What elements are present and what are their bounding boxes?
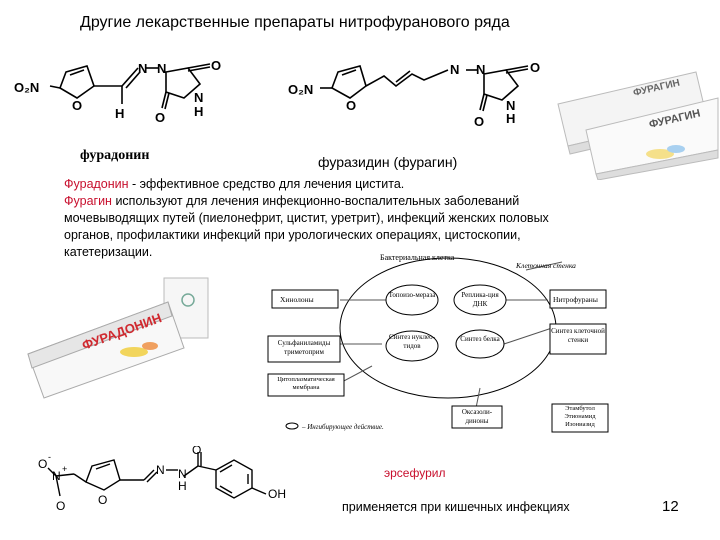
svg-text:OH: OH xyxy=(268,487,286,501)
svg-text:N: N xyxy=(194,90,203,105)
svg-text:N: N xyxy=(178,467,187,481)
mechanism-diagram: Бактериальная клетка Клеточная стенка Хи… xyxy=(267,253,609,433)
svg-text:O: O xyxy=(192,446,201,457)
svg-text:Нитрофураны: Нитрофураны xyxy=(553,295,598,304)
furadonin-name: Фурадонин xyxy=(64,177,129,191)
cell-label: Бактериальная клетка xyxy=(380,253,455,262)
svg-text:O: O xyxy=(98,493,107,507)
svg-text:O: O xyxy=(155,110,165,125)
svg-text:N: N xyxy=(476,62,485,77)
svg-text:-: - xyxy=(48,452,51,462)
svg-text:H: H xyxy=(115,106,124,121)
o2n-label: O₂N xyxy=(14,80,39,95)
nifuroxazide-usage: применяется при кишечных инфекциях xyxy=(342,500,570,514)
svg-text:O: O xyxy=(211,58,221,73)
svg-text:O: O xyxy=(72,98,82,113)
furan-ring xyxy=(59,65,95,99)
svg-text:N: N xyxy=(138,61,147,76)
furagin-package-image: ФУРАГИН ФУРАГИН xyxy=(557,71,719,180)
slide-title: Другие лекарственные препараты нитрофура… xyxy=(80,14,510,31)
nifuroxazide-name: эрсефурил xyxy=(384,466,446,480)
svg-text:N: N xyxy=(157,61,166,76)
svg-text:H: H xyxy=(506,111,515,126)
page-number: 12 xyxy=(662,498,679,515)
furazidin-caption: фуразидин (фурагин) xyxy=(318,154,458,170)
furadonin-package-image: ФУРАДОНИН xyxy=(27,277,209,399)
svg-text:O: O xyxy=(38,457,47,471)
svg-text:H: H xyxy=(178,479,187,493)
svg-text:N: N xyxy=(506,98,515,113)
nifuroxazide-structure: O - N + O O N N H O OH xyxy=(38,446,286,513)
svg-text:O: O xyxy=(56,499,65,513)
svg-text:O₂N: O₂N xyxy=(288,82,313,97)
svg-text:O: O xyxy=(530,60,540,75)
svg-text:H: H xyxy=(194,104,203,119)
svg-text:Хинолоны: Хинолоны xyxy=(280,295,314,304)
svg-text:O: O xyxy=(346,98,356,113)
svg-text:N: N xyxy=(450,62,459,77)
svg-text:O: O xyxy=(474,114,484,129)
furagin-name: Фурагин xyxy=(64,194,112,208)
cell-oval xyxy=(339,257,557,399)
svg-text:N: N xyxy=(52,469,61,483)
cell-wall-label: Клеточная стенка xyxy=(515,261,576,270)
furadonin-caption: фурадонин xyxy=(80,148,150,163)
furadonin-structure: O₂N O H N N O N H O xyxy=(14,58,221,125)
svg-text:+: + xyxy=(62,464,67,474)
svg-text:N: N xyxy=(156,463,165,477)
description-text: Фурадонин - эффективное средство для леч… xyxy=(64,177,549,259)
diagram-legend: – Ингибирующее действие. xyxy=(301,423,384,431)
furazidin-structure: O₂N O N N O N H O xyxy=(288,60,540,129)
